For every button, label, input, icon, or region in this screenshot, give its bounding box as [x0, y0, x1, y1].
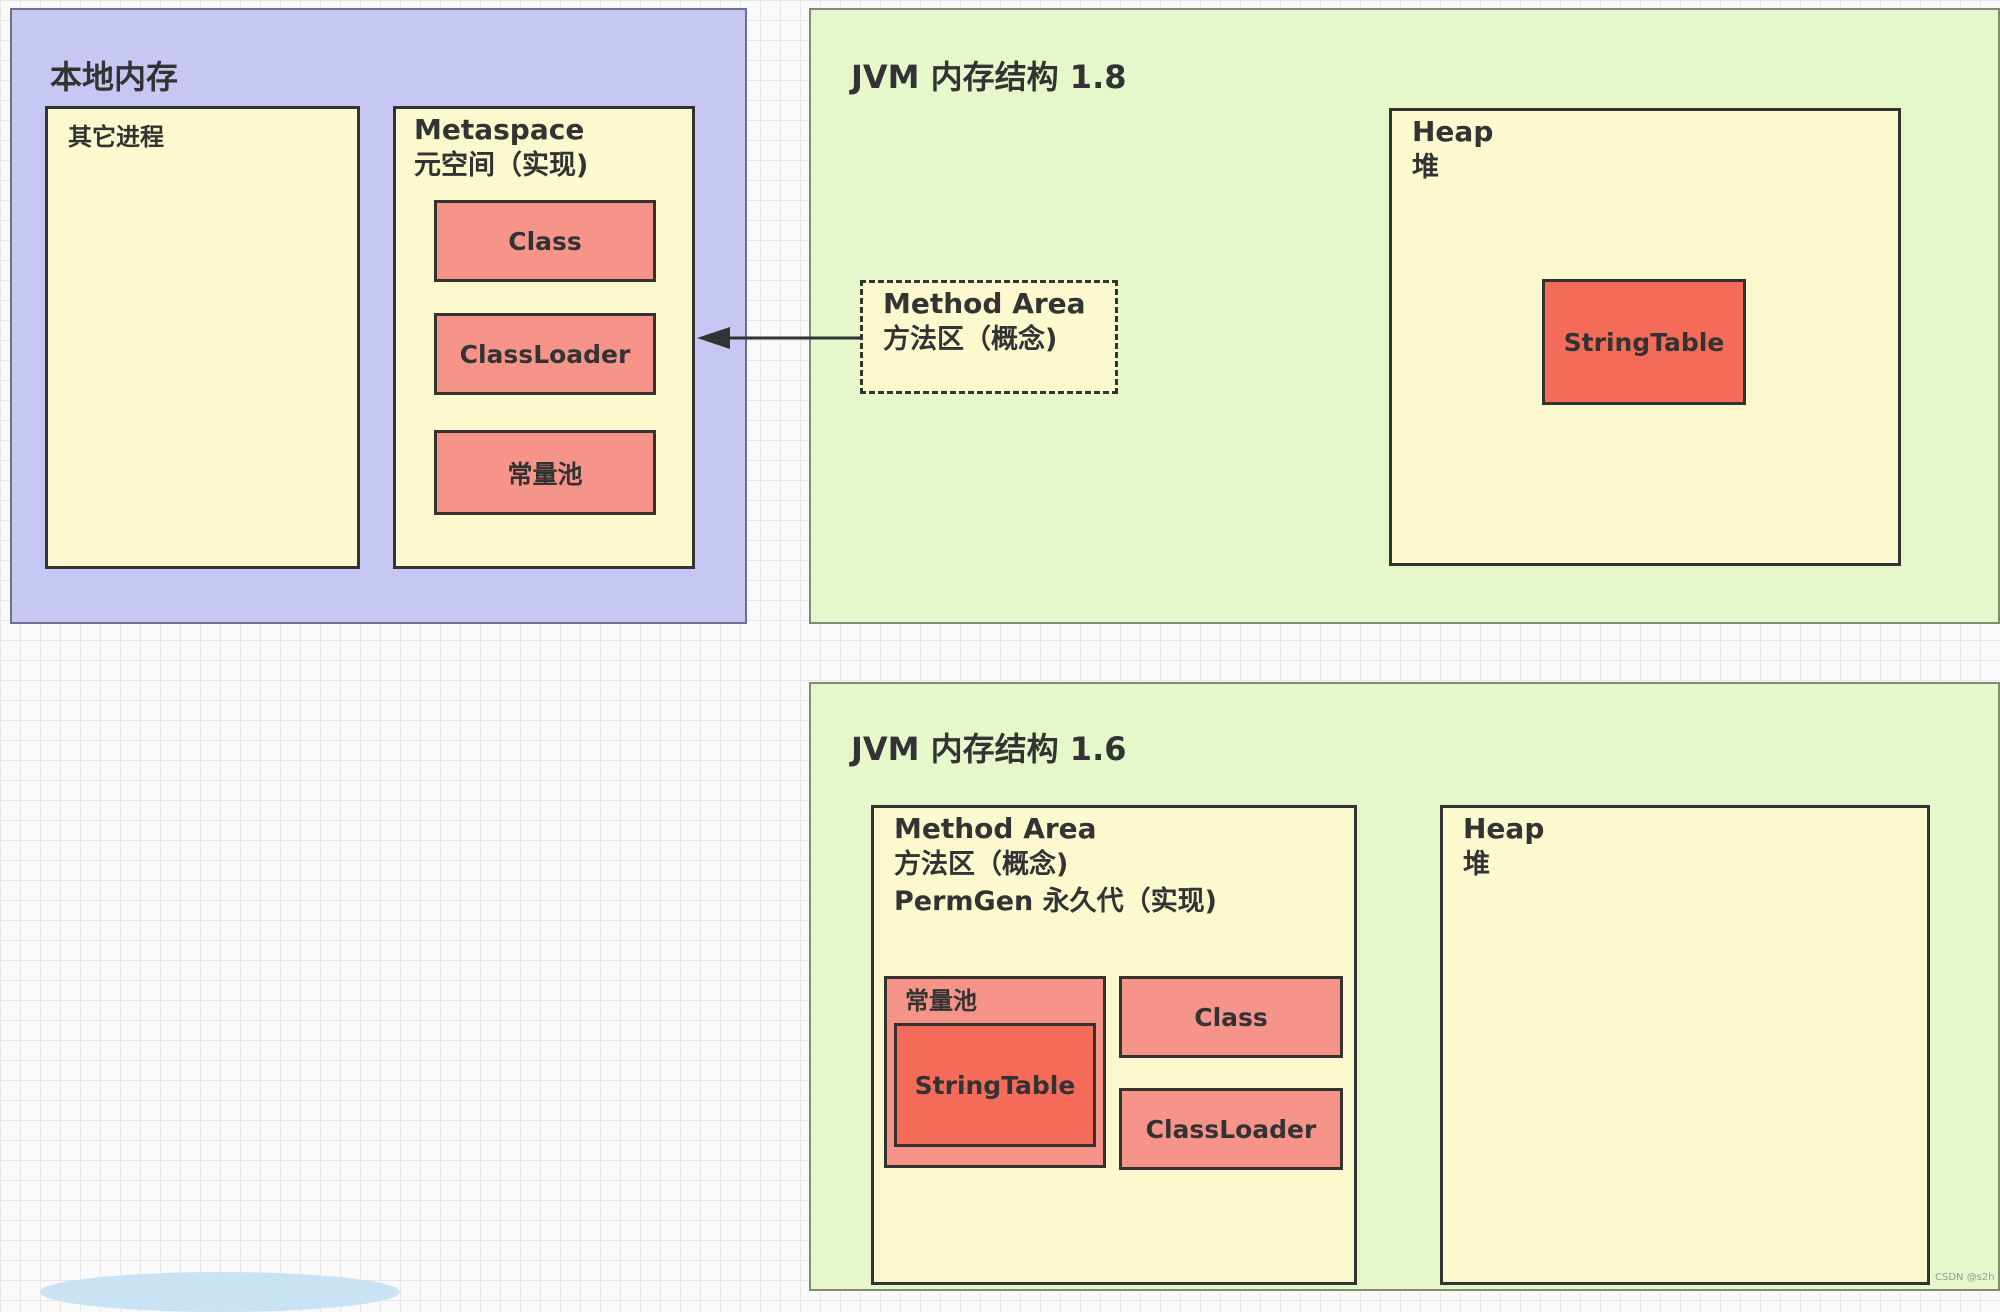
jvm16-class-label: Class	[1194, 1002, 1268, 1032]
jvm16-heap-title: Heap	[1463, 812, 1545, 845]
csdn-watermark: CSDN @s2h	[1935, 1272, 1995, 1283]
jvm18-method-area-subtitle: 方法区（概念)	[883, 324, 1058, 355]
jvm18-title: JVM 内存结构 1.8	[851, 58, 1127, 96]
jvm18-method-area-box: Method Area 方法区（概念)	[860, 280, 1118, 394]
other-processes-box: 其它进程	[45, 106, 360, 569]
jvm16-title: JVM 内存结构 1.6	[851, 730, 1127, 768]
jvm18-heap-subtitle: 堆	[1412, 152, 1439, 183]
other-processes-label: 其它进程	[68, 123, 164, 151]
metaspace-class-label: Class	[508, 226, 582, 256]
jvm16-heap-subtitle: 堆	[1463, 849, 1490, 880]
jvm16-classloader-box: ClassLoader	[1119, 1088, 1343, 1170]
jvm16-method-area-subtitle: 方法区（概念)	[894, 849, 1069, 880]
metaspace-classloader-box: ClassLoader	[434, 313, 656, 395]
metaspace-constant-pool-box: 常量池	[434, 430, 656, 515]
native-memory-title: 本地内存	[50, 58, 179, 96]
jvm18-stringtable-label: StringTable	[1563, 327, 1725, 357]
jvm16-stringtable-label: StringTable	[914, 1070, 1076, 1100]
metaspace-subtitle: 元空间（实现)	[414, 150, 589, 181]
metaspace-classloader-label: ClassLoader	[459, 339, 631, 369]
metaspace-title: Metaspace	[414, 113, 585, 146]
jvm16-heap-box: Heap 堆	[1440, 805, 1930, 1285]
jvm16-method-area-title: Method Area	[894, 812, 1097, 845]
metaspace-class-box: Class	[434, 200, 656, 282]
jvm18-method-area-title: Method Area	[883, 287, 1086, 320]
decorative-bubble	[40, 1272, 400, 1312]
jvm16-stringtable-box: StringTable	[894, 1023, 1096, 1147]
jvm16-class-box: Class	[1119, 976, 1343, 1058]
metaspace-constant-pool-label: 常量池	[507, 459, 583, 489]
jvm16-constant-pool-label: 常量池	[905, 987, 977, 1015]
jvm18-heap-title: Heap	[1412, 115, 1494, 148]
jvm18-stringtable-box: StringTable	[1542, 279, 1746, 405]
jvm16-classloader-label: ClassLoader	[1145, 1114, 1317, 1144]
jvm16-permgen-label: PermGen 永久代（实现)	[894, 886, 1217, 917]
